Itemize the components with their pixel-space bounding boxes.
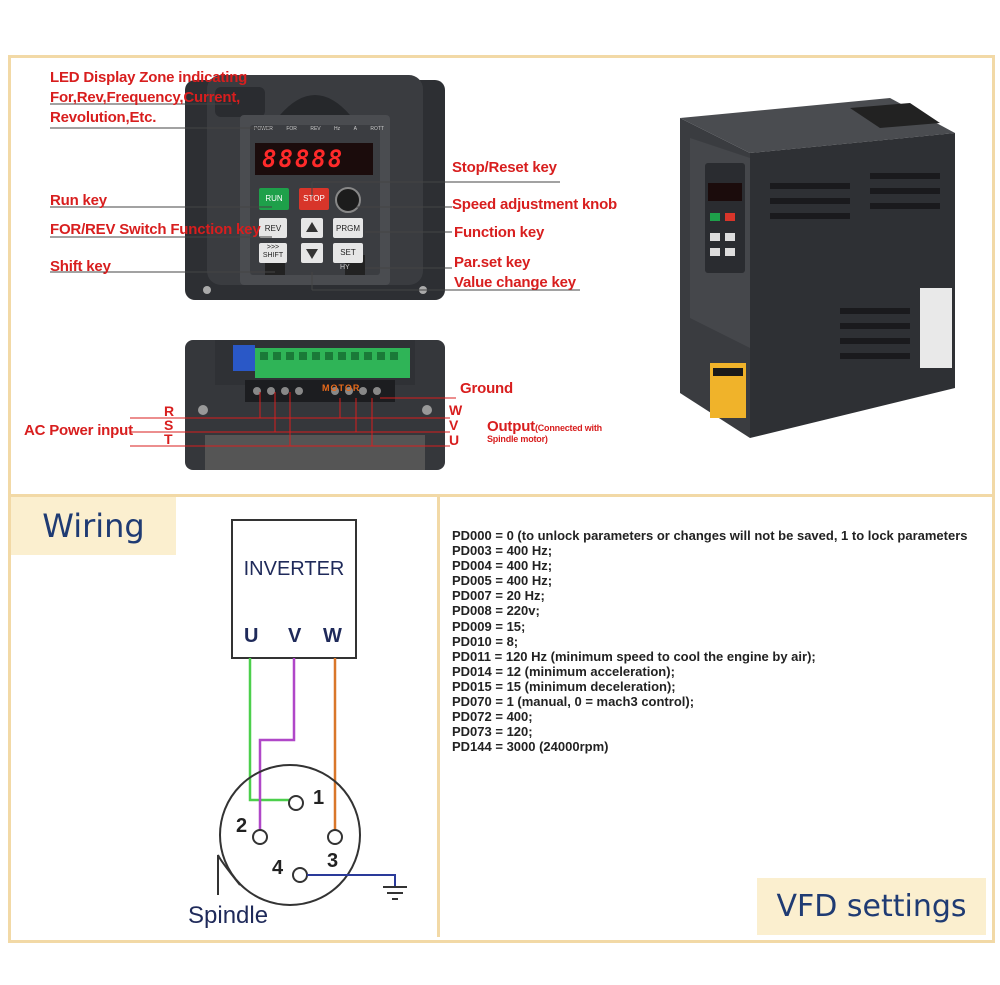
label-output-note1: (Connected with	[534, 423, 602, 433]
pin-3	[327, 829, 343, 845]
keypad-leaders	[50, 103, 580, 291]
label-led-zone-line3: Revolution,Etc.	[50, 109, 157, 126]
label-value-change: Value change key	[454, 274, 576, 291]
label-u: U	[449, 432, 460, 448]
terminal-w-label: W	[323, 625, 342, 647]
ground-icon	[383, 886, 407, 900]
shift-arrows: >>>	[266, 244, 280, 251]
indicator-row: POWER FOR REV Hz A ROTT	[254, 126, 384, 132]
param-line: PD004 = 400 Hz;	[452, 558, 553, 574]
pin-2-label: 2	[236, 815, 248, 837]
param-line: PD144 = 3000 (24000rpm)	[452, 739, 609, 755]
wire-v	[258, 658, 296, 830]
label-output-text: Output	[487, 418, 535, 435]
pin-2	[252, 829, 268, 845]
label-function-key: Function key	[454, 224, 545, 241]
spindle-label: Spindle	[188, 902, 269, 929]
label-for-rev: FOR/REV Switch Function key	[50, 221, 261, 238]
param-line: PD014 = 12 (minimum acceleration);	[452, 663, 675, 679]
label-s: S	[164, 417, 174, 433]
indicator-power: POWER	[254, 126, 273, 132]
indicator-rott: ROTT	[370, 126, 384, 132]
param-line: PD005 = 400 Hz;	[452, 573, 553, 589]
terminal-v-label: V	[288, 625, 302, 647]
pin-4-label: 4	[272, 857, 284, 879]
led-display: 88888	[262, 145, 345, 173]
label-r: R	[164, 403, 175, 419]
run-button[interactable]: RUN	[265, 194, 283, 203]
pin-4	[292, 867, 308, 883]
bottom-divider	[437, 497, 440, 937]
pin-3-label: 3	[327, 850, 339, 872]
label-run-key: Run key	[50, 192, 107, 209]
ground-wire	[307, 874, 396, 887]
indicator-a: A	[353, 126, 357, 132]
indicator-rev: REV	[310, 126, 321, 132]
param-line: PD000 = 0 (to unlock parameters or chang…	[452, 528, 968, 543]
wiring-diagram	[217, 519, 407, 906]
vfd-product-photo	[680, 98, 955, 438]
label-led-zone: LED Display Zone indicating For,Rev,Freq…	[50, 68, 247, 128]
vfd-settings-title: VFD settings	[757, 878, 986, 935]
rev-button[interactable]: REV	[264, 224, 282, 233]
param-line: PD070 = 1 (manual, 0 = mach3 control);	[452, 694, 695, 710]
spindle-pointer	[217, 854, 241, 895]
terminal-leaders	[130, 392, 456, 447]
pin-1	[288, 795, 304, 811]
label-led-zone-line1: LED Display Zone indicating	[50, 69, 248, 86]
param-line: PD072 = 400;	[452, 709, 533, 725]
spindle-connector	[219, 764, 361, 906]
label-w: W	[449, 402, 463, 418]
shift-button[interactable]: >>> SHIFT	[259, 244, 287, 260]
param-line: PD003 = 400 Hz;	[452, 543, 553, 559]
indicator-hz: Hz	[334, 126, 341, 132]
motor-label: MOTOR	[322, 383, 361, 393]
label-speed-knob: Speed adjustment knob	[452, 196, 617, 213]
prgm-button[interactable]: PRGM	[336, 224, 360, 233]
wire-u	[248, 658, 295, 802]
brand-mark: HY	[340, 264, 350, 271]
param-line: PD011 = 120 Hz (minimum speed to cool th…	[452, 648, 816, 664]
label-led-zone-line2: For,Rev,Frequency,Current,	[50, 89, 241, 106]
label-output-note2: Spindle motor)	[487, 434, 548, 444]
keypad-photo	[185, 75, 445, 300]
param-line: PD010 = 8;	[452, 633, 519, 649]
bottom-frame	[8, 494, 995, 943]
param-line: PD009 = 15;	[452, 618, 526, 634]
label-ground: Ground	[460, 380, 513, 397]
wiring-title: Wiring	[11, 497, 176, 555]
terminal-photo	[185, 340, 445, 470]
terminal-u-label: U	[244, 625, 259, 647]
param-line: PD008 = 220v;	[452, 603, 540, 619]
pin-1-label: 1	[313, 787, 325, 809]
label-output: Output(Connected with	[487, 418, 602, 435]
inverter-label: INVERTER	[243, 558, 345, 580]
label-ac-power: AC Power input	[24, 422, 133, 439]
label-v: V	[449, 417, 459, 433]
shift-label: SHIFT	[262, 252, 284, 259]
vfd-parameter-list: PD000 = 0 (to unlock parameters or chang…	[452, 528, 998, 754]
param-line: PD007 = 20 Hz;	[452, 588, 545, 604]
label-stop-reset: Stop/Reset key	[452, 159, 557, 176]
label-shift-key: Shift key	[50, 258, 111, 275]
indicator-for: FOR	[286, 126, 297, 132]
set-button[interactable]: SET	[340, 248, 356, 257]
label-parset-key: Par.set key	[454, 254, 531, 271]
label-t: T	[164, 431, 173, 447]
param-line: PD015 = 15 (minimum deceleration);	[452, 678, 676, 694]
stop-button[interactable]: STOP	[303, 194, 325, 203]
param-line: PD073 = 120;	[452, 724, 533, 740]
